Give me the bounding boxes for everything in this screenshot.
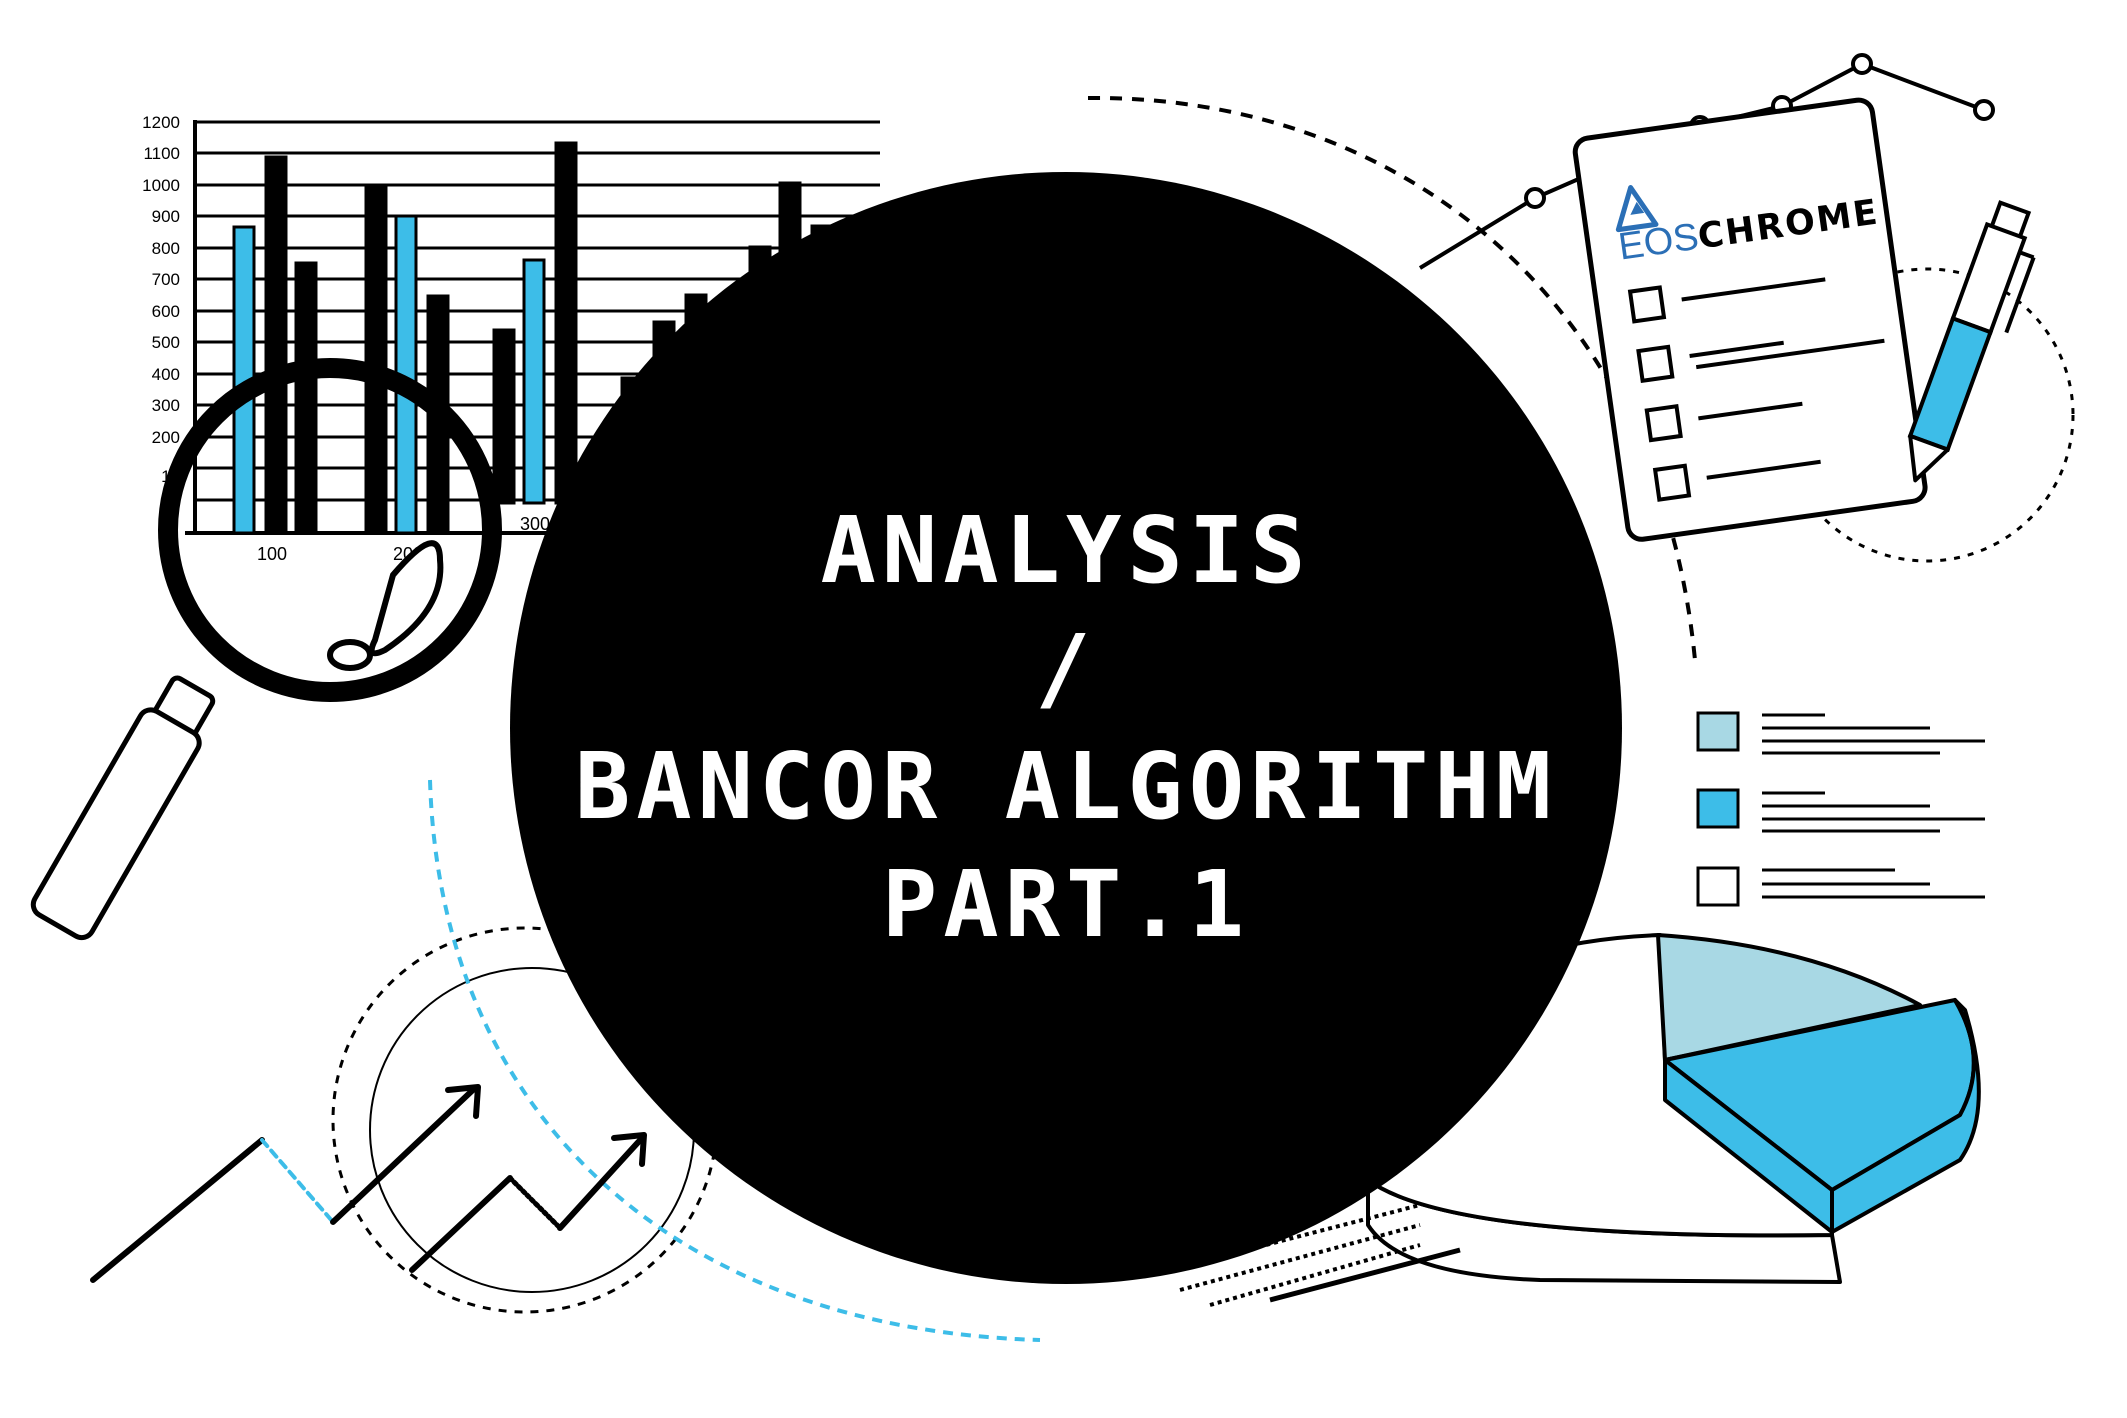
- checkbox: [1652, 463, 1692, 502]
- bar: [492, 328, 516, 505]
- checklist-icon: EOS CHROME: [1572, 97, 1928, 542]
- magnifying-glass-icon: [30, 358, 502, 941]
- y-tick-label: 300: [152, 396, 180, 415]
- y-tick-label: 800: [152, 239, 180, 258]
- x-tick-label: 300: [520, 514, 550, 534]
- checkbox: [1636, 344, 1675, 384]
- pie-slice-blue-side: [1830, 998, 1981, 1234]
- bar: [294, 261, 318, 535]
- y-tick-label: 1000: [142, 176, 180, 195]
- decorative-line: [1269, 1247, 1461, 1303]
- bar-chart: 1200 1100 1000 900 800 700 600 500 400 3…: [142, 113, 880, 564]
- pie-slice-light: [1656, 933, 1922, 1062]
- y-tick-label: 200: [152, 428, 180, 447]
- dashed-circle-right: [1779, 267, 2075, 563]
- bar-chart-y-tick-labels: 1200 1100 1000 900 800 700 600 500 400 3…: [142, 113, 180, 486]
- trend-arrow-icon: [90, 1084, 647, 1283]
- y-tick-label: 1200: [142, 113, 180, 132]
- legend: [1696, 711, 1985, 907]
- checkbox: [1644, 404, 1683, 443]
- bar: [264, 155, 288, 535]
- y-tick-label: 700: [152, 270, 180, 289]
- dashed-arc-top: [1087, 95, 1697, 661]
- legend-swatch: [1696, 711, 1740, 752]
- eos-logo-icon: [1615, 185, 1659, 233]
- y-tick-label: 400: [152, 365, 180, 384]
- bar: [364, 184, 388, 535]
- x-tick-label: 100: [257, 544, 287, 564]
- y-tick-label: 900: [152, 207, 180, 226]
- y-tick-label: 1100: [143, 144, 180, 163]
- y-tick-label: 600: [152, 302, 180, 321]
- legend-swatch: [1696, 866, 1740, 907]
- decorative-hatching: [1149, 1203, 1421, 1307]
- legend-swatch: [1696, 788, 1740, 829]
- bar: [554, 141, 578, 505]
- bar: [522, 258, 546, 505]
- title-backdrop: [510, 172, 1622, 1284]
- y-tick-label: 500: [152, 333, 180, 352]
- checkbox: [1627, 285, 1667, 324]
- pen-icon: [1907, 200, 2036, 483]
